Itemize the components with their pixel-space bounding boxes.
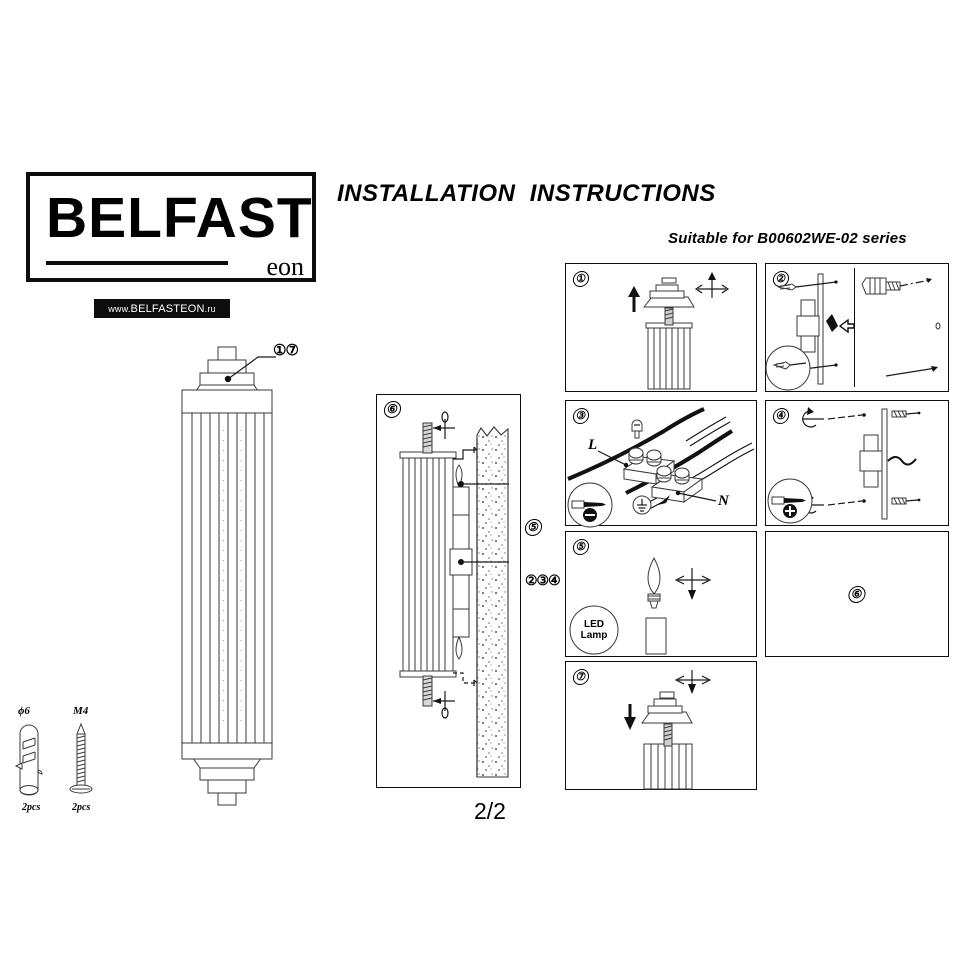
wall-plug-qty: 2pcs [22, 802, 41, 813]
page-title: INSTALLATION INSTRUCTIONS [337, 180, 716, 207]
product-callout-label: ①⑦ [273, 343, 299, 359]
svg-text:N: N [717, 493, 730, 509]
model-compatibility-note: Suitable for B00602WE-02 series [668, 230, 907, 247]
led-lamp-badge: LED Lamp [572, 612, 616, 648]
website-badge: www.BELFASTEON.ru [94, 299, 230, 318]
screw-qty: 2pcs [72, 802, 91, 813]
logo-sub-wordmark: eon [266, 252, 304, 281]
step-6-number: ⑥ [847, 585, 867, 603]
brand-logo: BELFAST eon [26, 172, 316, 282]
logo-rule [46, 261, 238, 265]
logo-frame [26, 172, 316, 282]
step-panel-5: ⑤ LED Lamp [565, 531, 757, 657]
step-panel-2: ② [765, 263, 949, 392]
website-main: BELFASTEON [130, 302, 205, 315]
step-panel-1: ① [565, 263, 757, 392]
screw-icon [64, 720, 98, 800]
led-lamp-line2: Lamp [580, 630, 608, 641]
website-tld: .ru [204, 303, 216, 314]
wall-plug-label: ϕ6 [18, 705, 30, 717]
step-panel-7: ⑦ [565, 661, 757, 790]
screw-label: M4 [73, 705, 89, 717]
step-panel-4: ④ [765, 400, 949, 526]
page-number: 2/2 [474, 798, 506, 824]
wall-callout-234: ②③④ [525, 574, 561, 589]
product-callout: ①⑦ [273, 341, 299, 360]
logo-wordmark: BELFAST [46, 186, 313, 250]
led-lamp-line1: LED [584, 619, 604, 630]
step-panel-6: ⑥ [765, 531, 949, 657]
step-panel-3: ③ [565, 400, 757, 528]
website-prefix: www. [108, 303, 131, 314]
svg-text:L: L [587, 437, 597, 453]
wall-mount-overview-panel: ⑥ [376, 394, 521, 788]
product-illustration [140, 335, 340, 810]
wall-callout-5: ⑤ [523, 518, 544, 536]
wall-plug-icon [12, 722, 48, 800]
logo-rule-gap [228, 260, 312, 276]
